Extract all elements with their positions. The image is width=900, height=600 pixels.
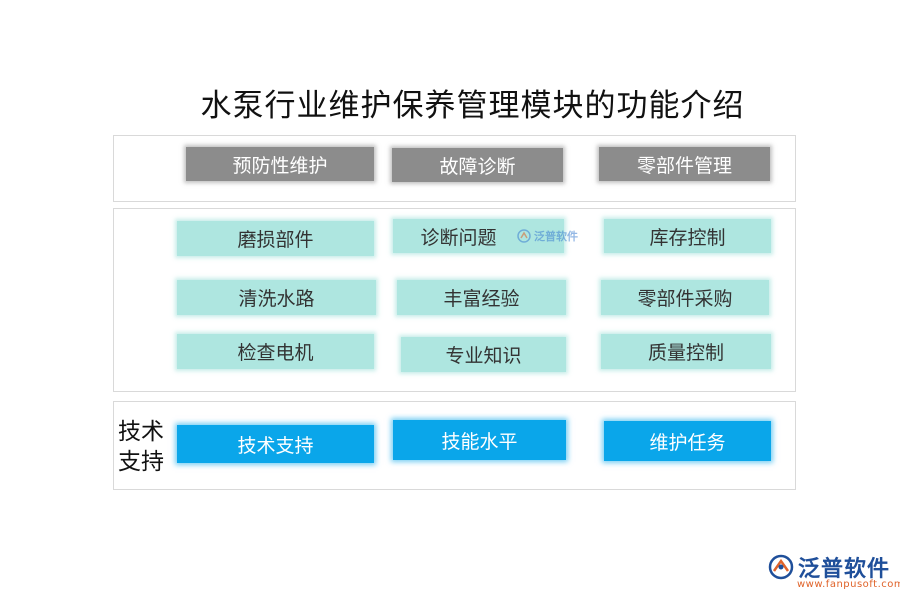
side-label-tech-support: 技术支持: [118, 419, 164, 475]
detail-label: 检查电机: [237, 342, 314, 364]
support-label: 技能水平: [441, 430, 518, 453]
watermark: 泛普软件: [517, 228, 578, 244]
page-title: 水泵行业维护保养管理模块的功能介绍: [200, 88, 745, 124]
category-box-parts-management: 零部件管理: [599, 147, 770, 181]
category-label: 预防性维护: [232, 154, 328, 177]
detail-label: 零部件采购: [637, 288, 733, 310]
detail-box: 质量控制: [601, 334, 771, 369]
detail-box: 零部件采购: [601, 280, 769, 315]
support-label: 维护任务: [649, 431, 726, 454]
brand-logo: 泛普软件: [768, 551, 890, 583]
support-box: 技能水平: [393, 420, 566, 460]
category-label: 故障诊断: [439, 155, 516, 178]
support-box: 维护任务: [604, 421, 771, 461]
detail-label: 磨损部件: [237, 229, 314, 251]
support-label: 技术支持: [237, 434, 314, 457]
detail-box: 清洗水路: [177, 280, 376, 315]
category-box-preventive-maintenance: 预防性维护: [186, 147, 374, 181]
brand-url: www.fanpusoft.com: [797, 579, 900, 590]
detail-label: 清洗水路: [238, 288, 315, 310]
detail-label: 诊断问题: [420, 226, 497, 249]
detail-box: 专业知识: [401, 337, 566, 372]
watermark-text: 泛普软件: [534, 230, 578, 243]
detail-box: 诊断问题: [393, 219, 564, 253]
brand-logo-text: 泛普软件: [798, 557, 891, 582]
detail-box: 磨损部件: [177, 221, 374, 256]
brand-logo-icon: [768, 554, 794, 580]
detail-label: 专业知识: [445, 345, 522, 367]
detail-label: 库存控制: [649, 226, 726, 249]
watermark-logo-icon: [517, 229, 531, 243]
detail-label: 质量控制: [647, 342, 724, 364]
support-box: 技术支持: [177, 425, 374, 463]
detail-label: 丰富经验: [443, 288, 520, 310]
detail-box: 库存控制: [604, 219, 771, 253]
detail-box: 检查电机: [177, 334, 374, 369]
detail-box: 丰富经验: [397, 280, 566, 315]
category-box-fault-diagnosis: 故障诊断: [392, 148, 563, 182]
category-label: 零部件管理: [636, 154, 732, 177]
